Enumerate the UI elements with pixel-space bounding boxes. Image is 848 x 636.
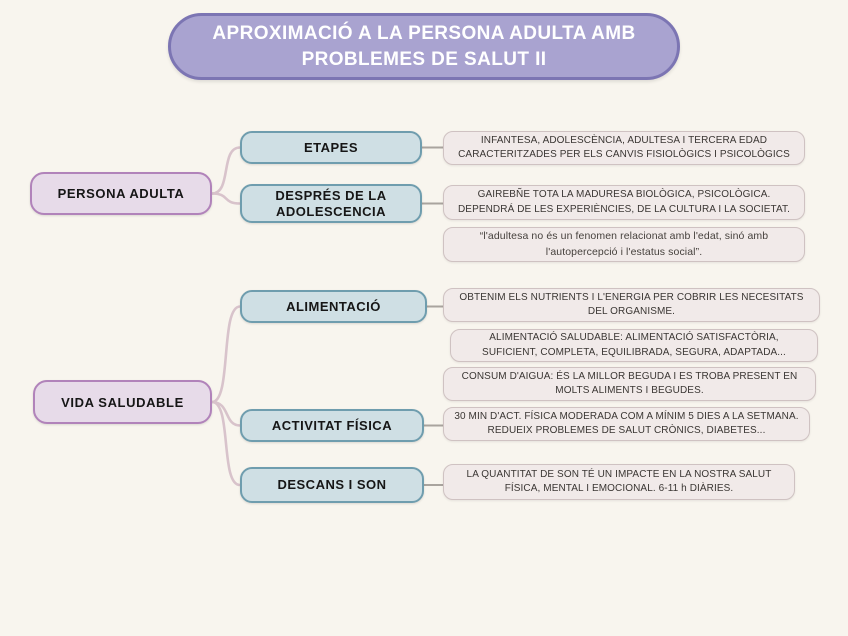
connector-persona-etapes: [210, 146, 242, 195]
note-alimentacio-1: OBTENIM ELS NUTRIENTS I L'ENERGIA PER CO…: [443, 288, 820, 322]
connector-vida-activitat: [210, 400, 242, 427]
note-descans-1: LA QUANTITAT DE SON TÉ UN IMPACTE EN LA …: [443, 464, 795, 500]
note-alimentacio-3: CONSUM D'AIGUA: ÉS LA MILLOR BEGUDA I ES…: [443, 367, 816, 401]
note-activitat-1: 30 MIN D'ACT. FÍSICA MODERADA COM A MÍNI…: [443, 407, 810, 441]
topic-node-descans-i-son: DESCANS I SON: [240, 467, 424, 503]
topic-node-etapes: ETAPES: [240, 131, 422, 164]
topic-node-despres-adolescencia: DESPRÉS DE LA ADOLESCENCIA: [240, 184, 422, 223]
connector-vida-descans: [210, 400, 242, 487]
topic-node-activitat-fisica: ACTIVITAT FÍSICA: [240, 409, 424, 442]
topic-node-alimentacio: ALIMENTACIÓ: [240, 290, 427, 323]
map-title: APROXIMACIÓ A LA PERSONA ADULTA AMB PROB…: [168, 13, 680, 80]
note-despres-1: GAIREBÑE TOTA LA MADURESA BIOLÒGICA, PSI…: [443, 185, 805, 220]
note-alimentacio-2: ALIMENTACIÓ SALUDABLE: ALIMENTACIÓ SATIS…: [450, 329, 818, 362]
root-node-persona-adulta: PERSONA ADULTA: [30, 172, 212, 215]
note-etapes-1: INFANTESA, ADOLESCÈNCIA, ADULTESA I TERC…: [443, 131, 805, 165]
connector-persona-despres: [210, 192, 242, 205]
root-node-vida-saludable: VIDA SALUDABLE: [33, 380, 212, 424]
connector-vida-alimentacio: [210, 305, 242, 404]
note-despres-quote: “l'adultesa no és un fenomen relacionat …: [443, 227, 805, 262]
